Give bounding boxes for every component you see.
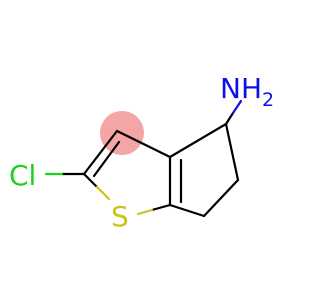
bond-c2-s-colored	[95, 185, 111, 201]
chlorine-label: Cl	[9, 159, 36, 192]
bond-c6a-s-dark	[150, 203, 172, 212]
amine-label: NH2	[220, 72, 274, 111]
bond-c2-c3-inner	[92, 140, 121, 178]
bond-c2-s-dark	[82, 172, 99, 189]
bond-c6-c6a	[168, 203, 206, 218]
bond-c4-n-colored	[231, 99, 243, 115]
bond-c3a-c4	[168, 122, 228, 159]
bond-c6a-s-colored	[136, 208, 154, 216]
bond-c3-c3a	[115, 129, 172, 159]
bond-c4-n-dark	[224, 111, 235, 126]
bond-c4-c5	[224, 122, 240, 182]
bond-c3-c2	[82, 129, 119, 176]
bond-c5-c6	[202, 178, 240, 218]
sulfur-label: S	[111, 200, 129, 233]
hydrogen-subscript: 2	[262, 89, 274, 111]
hydrogen-symbol: H	[241, 72, 262, 105]
nitrogen-symbol: N	[220, 72, 241, 105]
structure-canvas: NH2 Cl S	[9, 72, 274, 233]
molecule-drawing: NH2 Cl S	[9, 72, 274, 233]
